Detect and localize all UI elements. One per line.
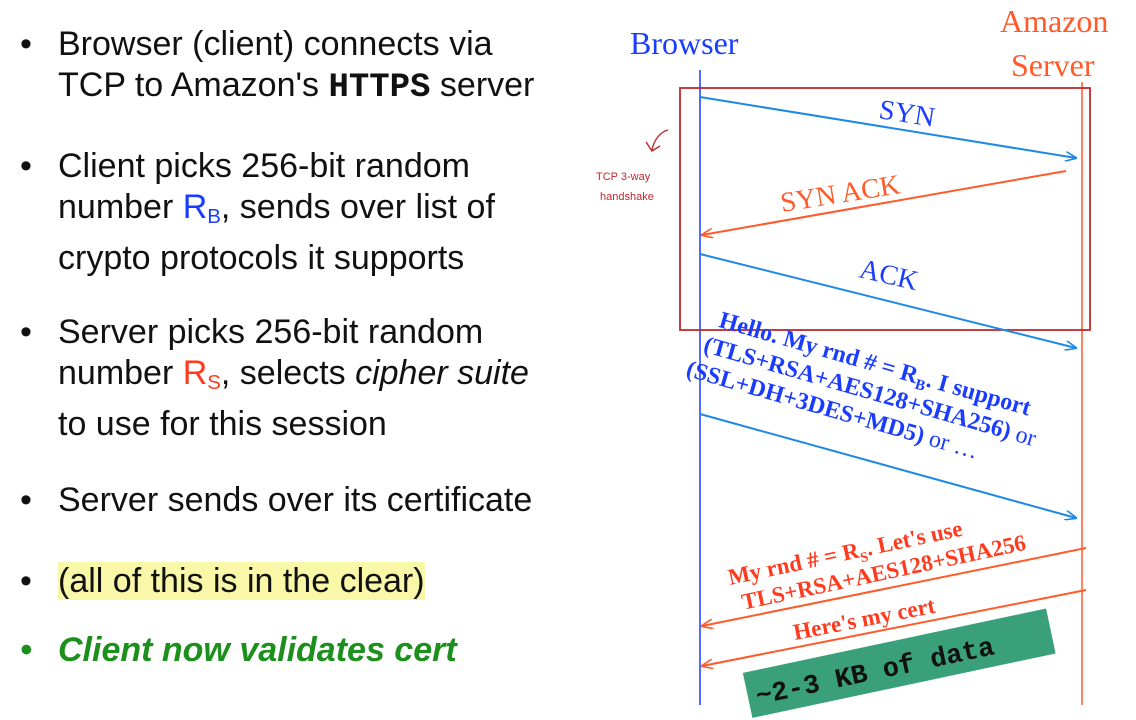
server-label-1: Amazon [1000,3,1108,39]
handshake-box [679,87,1091,331]
reply-arrow [702,547,1087,626]
synack-arrow [702,170,1067,235]
annotation-line-1: TCP 3-way [596,171,651,183]
syn-arrow [699,96,1076,158]
cert-arrow [702,589,1087,666]
annotation-arrow-icon [645,129,669,152]
hello-arrow [699,413,1076,518]
reply-text: My rnd # = RS. Let's use TLS+RSA+AES128+… [726,516,1028,615]
hello-text: Hello. My rnd # = RB. I support (TLS+RSA… [683,307,1039,464]
ack-label: ACK [856,254,921,298]
server-label-2: Server [1011,47,1095,83]
ack-arrow [699,253,1076,348]
data-size-box: ~2-3 KB of data [742,608,1056,718]
browser-label: Browser [630,25,739,61]
annotation-line-2: handshake [600,191,654,203]
bullet-list: • Browser (client) connects via TCP to A… [20,25,535,669]
